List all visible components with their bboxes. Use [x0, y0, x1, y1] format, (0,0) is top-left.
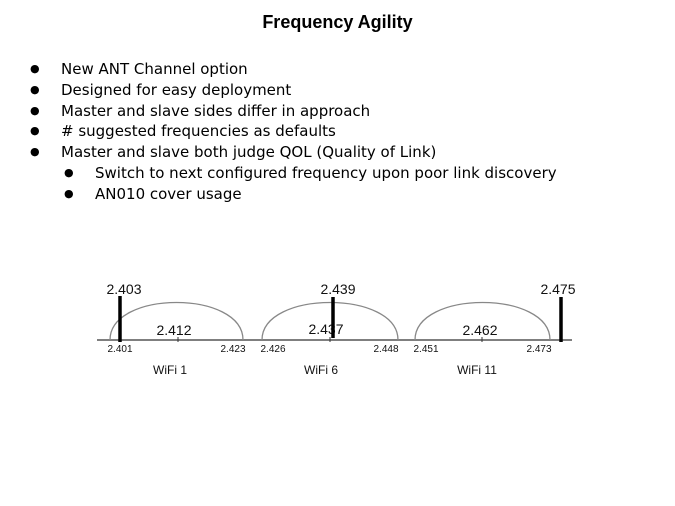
sub-bullet-item: ● Switch to next configured frequency upo… [30, 163, 557, 184]
bullet-text: # suggested frequencies as defaults [61, 122, 336, 141]
bullet-icon: ● [30, 124, 40, 138]
bullet-item: ● Designed for easy deployment [30, 80, 557, 101]
ant-frequency-label: 2.475 [540, 281, 575, 297]
ant-frequency-label: 2.439 [320, 281, 355, 297]
wifi-end-label: 2.448 [373, 344, 398, 355]
wifi-channel-name: WiFi 11 [457, 363, 497, 377]
wifi-end-label: 2.473 [526, 344, 551, 355]
ant-frequency-label: 2.403 [106, 281, 141, 297]
wifi-start-label: 2.451 [413, 344, 438, 355]
wifi-start-label: 2.426 [260, 344, 285, 355]
bullet-icon: ● [64, 165, 74, 179]
bullet-text: New ANT Channel option [61, 60, 248, 78]
bullet-text: AN010 cover usage [95, 184, 242, 203]
bullet-item: ● # suggested frequencies as defaults [30, 121, 557, 142]
bullet-text: Master and slave sides differ in approac… [61, 101, 371, 120]
wifi-end-label: 2.423 [220, 344, 245, 355]
bullet-item: ● New ANT Channel option [30, 59, 557, 80]
bullet-icon: ● [64, 186, 74, 200]
wifi-channel-arc [261, 301, 399, 341]
wifi-center-label: 2.437 [308, 321, 343, 337]
bullet-icon: ● [30, 103, 40, 117]
bullet-icon: ● [30, 145, 40, 159]
wifi-channel-arc [109, 301, 244, 341]
bullet-icon: ● [30, 82, 40, 96]
wifi-channel-name: WiFi 1 [153, 363, 187, 377]
bullet-text: Designed for easy deployment [61, 80, 292, 99]
wifi-channel-arc [414, 301, 551, 341]
wifi-start-label: 2.401 [107, 344, 132, 355]
bullet-list: ● New ANT Channel option ● Designed for ea… [30, 59, 557, 205]
bullet-item: ● Master and slave both judge QOL (Qualit… [30, 142, 557, 163]
bullet-icon: ● [30, 62, 40, 75]
bullet-text: Master and slave both judge QOL (Quality… [61, 143, 437, 162]
wifi-channel-name: WiFi 6 [304, 363, 338, 377]
sub-bullet-item: ● AN010 cover usage [30, 184, 557, 205]
wifi-center-label: 2.462 [462, 322, 497, 338]
bullet-text: Switch to next configured frequency upon… [95, 163, 557, 182]
wifi-center-label: 2.412 [156, 322, 191, 338]
slide-title: Frequency Agility [262, 12, 413, 32]
bullet-item: ● Master and slave sides differ in approa… [30, 101, 557, 122]
